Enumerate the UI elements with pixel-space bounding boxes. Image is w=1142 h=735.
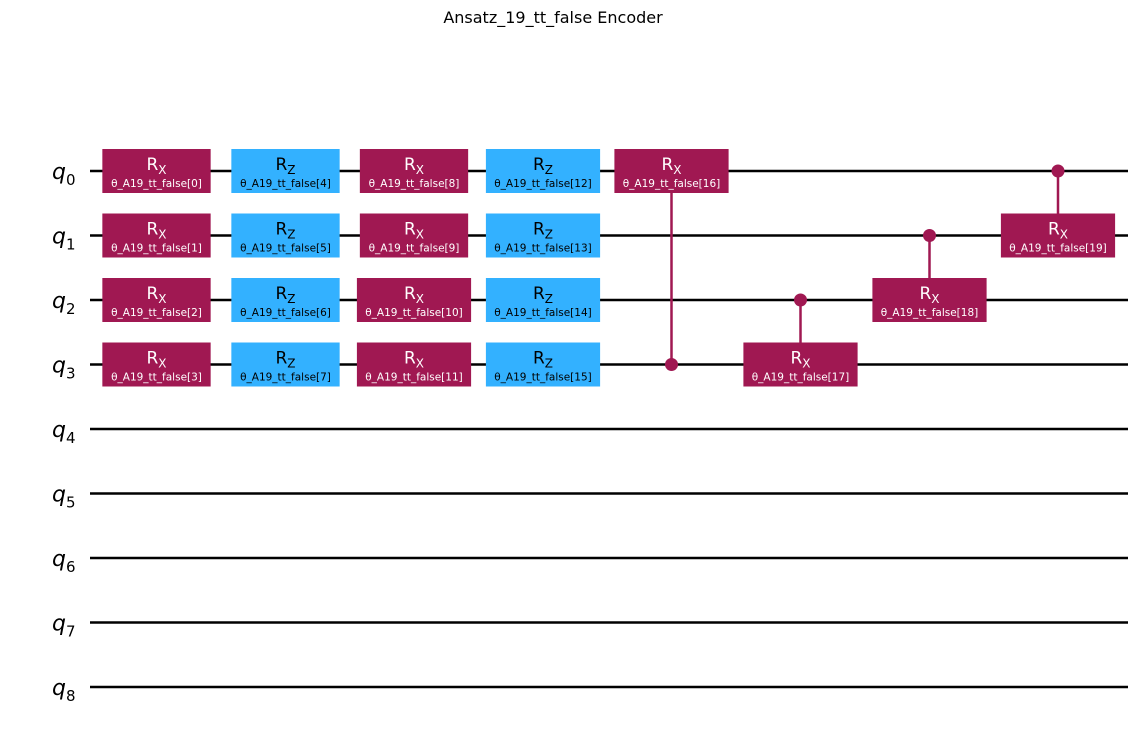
gate-name: RX <box>404 220 424 242</box>
gate-rx-10: RXθ_A19_tt_false[10] <box>356 278 472 322</box>
gate-box <box>102 278 211 322</box>
gate-box <box>743 342 858 387</box>
gate-name: RZ <box>533 284 553 306</box>
gate-name: RX <box>1048 220 1068 242</box>
gate-param: θ_A19_tt_false[16] <box>623 178 720 190</box>
gate-rx-9: RXθ_A19_tt_false[9] <box>359 213 469 258</box>
gate-box <box>485 342 601 387</box>
control-dot <box>923 229 936 242</box>
qubit-label-5: q5 <box>52 483 76 512</box>
gate-box <box>231 278 340 322</box>
gate-param: θ_A19_tt_false[19] <box>1009 243 1106 255</box>
gate-box <box>102 342 211 387</box>
gate-rz-12: RZθ_A19_tt_false[12] <box>485 149 601 193</box>
gate-rz-14: RZθ_A19_tt_false[14] <box>485 278 601 322</box>
gate-param: θ_A19_tt_false[4] <box>240 178 331 190</box>
gate-name: RZ <box>533 220 553 242</box>
gate-param: θ_A19_tt_false[2] <box>111 307 202 319</box>
gate-name: RX <box>146 220 166 242</box>
qubit-label-3: q3 <box>52 354 76 383</box>
gate-box <box>231 149 340 193</box>
diagram-title: Ansatz_19_tt_false Encoder <box>443 8 663 27</box>
gate-param: θ_A19_tt_false[15] <box>494 372 591 384</box>
gate-name: RZ <box>275 349 295 371</box>
gate-name: RZ <box>275 155 295 177</box>
gate-param: θ_A19_tt_false[0] <box>111 178 202 190</box>
control-dot <box>665 358 678 371</box>
gate-rx-8: RXθ_A19_tt_false[8] <box>359 149 469 193</box>
gate-name: RX <box>661 155 681 177</box>
gate-rz-5: RZθ_A19_tt_false[5] <box>231 213 340 258</box>
gate-param: θ_A19_tt_false[8] <box>369 178 460 190</box>
gate-box <box>485 278 601 322</box>
gate-param: θ_A19_tt_false[13] <box>494 243 591 255</box>
gate-param: θ_A19_tt_false[5] <box>240 243 331 255</box>
gate-param: θ_A19_tt_false[7] <box>240 372 331 384</box>
gate-crx-18: RXθ_A19_tt_false[18] <box>872 229 987 322</box>
gate-param: θ_A19_tt_false[18] <box>881 307 978 319</box>
control-dot <box>794 293 807 307</box>
gate-rz-6: RZθ_A19_tt_false[6] <box>231 278 340 322</box>
gate-rx-11: RXθ_A19_tt_false[11] <box>356 342 472 387</box>
gate-box <box>231 213 340 258</box>
qubit-label-7: q7 <box>52 612 76 641</box>
gate-param: θ_A19_tt_false[14] <box>494 307 591 319</box>
gate-crx-19: RXθ_A19_tt_false[19] <box>1000 164 1116 258</box>
gate-name: RX <box>146 349 166 371</box>
gate-rx-2: RXθ_A19_tt_false[2] <box>102 278 211 322</box>
gate-name: RX <box>790 349 810 371</box>
gate-rz-7: RZθ_A19_tt_false[7] <box>231 342 340 387</box>
gate-param: θ_A19_tt_false[9] <box>369 243 460 255</box>
gate-box <box>356 278 472 322</box>
gate-box <box>359 213 469 258</box>
control-dot <box>1051 164 1065 178</box>
gate-box <box>872 278 987 322</box>
gate-box <box>102 213 211 258</box>
gate-rx-1: RXθ_A19_tt_false[1] <box>102 213 211 258</box>
gate-param: θ_A19_tt_false[1] <box>111 243 202 255</box>
gate-name: RX <box>404 349 424 371</box>
gate-param: θ_A19_tt_false[17] <box>752 372 849 384</box>
gate-box <box>485 149 601 193</box>
gate-name: RX <box>404 284 424 306</box>
qubit-label-6: q6 <box>52 547 76 576</box>
gate-box <box>356 342 472 387</box>
qubit-label-1: q1 <box>52 225 76 254</box>
gate-box <box>614 149 729 193</box>
gate-box <box>485 213 601 258</box>
gate-name: RX <box>146 284 166 306</box>
gate-box <box>231 342 340 387</box>
gate-param: θ_A19_tt_false[10] <box>365 307 462 319</box>
gate-rz-13: RZθ_A19_tt_false[13] <box>485 213 601 258</box>
qubit-label-8: q8 <box>52 676 76 705</box>
gate-name: RZ <box>275 220 295 242</box>
gate-name: RZ <box>275 284 295 306</box>
gate-name: RZ <box>533 349 553 371</box>
gate-box <box>1000 213 1116 258</box>
gate-param: θ_A19_tt_false[11] <box>365 372 462 384</box>
gate-param: θ_A19_tt_false[12] <box>494 178 591 190</box>
gate-crx-16: RXθ_A19_tt_false[16] <box>614 149 729 371</box>
qubit-label-0: q0 <box>52 160 76 189</box>
gate-name: RZ <box>533 155 553 177</box>
gate-rz-4: RZθ_A19_tt_false[4] <box>231 149 340 193</box>
gate-rz-15: RZθ_A19_tt_false[15] <box>485 342 601 387</box>
gate-param: θ_A19_tt_false[3] <box>111 372 202 384</box>
gate-box <box>102 149 211 193</box>
gate-name: RX <box>919 284 939 306</box>
gate-rx-3: RXθ_A19_tt_false[3] <box>102 342 211 387</box>
gate-name: RX <box>146 155 166 177</box>
qubit-label-2: q2 <box>52 289 76 318</box>
gate-crx-17: RXθ_A19_tt_false[17] <box>743 293 858 387</box>
gate-name: RX <box>404 155 424 177</box>
qubit-label-4: q4 <box>52 418 76 447</box>
gate-rx-0: RXθ_A19_tt_false[0] <box>102 149 211 193</box>
gate-box <box>359 149 469 193</box>
gate-param: θ_A19_tt_false[6] <box>240 307 331 319</box>
